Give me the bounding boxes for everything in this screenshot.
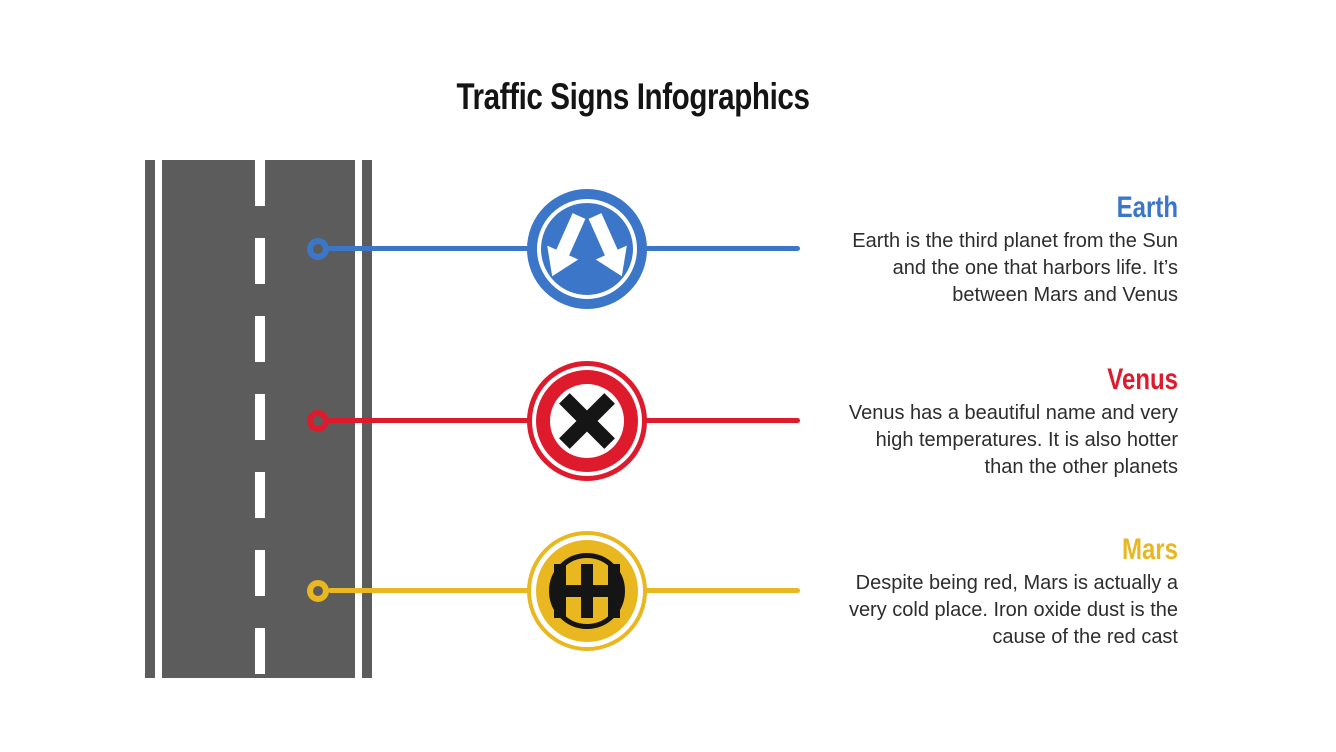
venus-heading: Venus <box>1107 363 1178 396</box>
double-h-sign-icon <box>527 531 647 651</box>
x-mark-icon <box>559 393 615 449</box>
mars-heading: Mars <box>1121 533 1178 566</box>
blue-sign-inner-ring <box>537 199 637 299</box>
pass-either-side-sign-icon <box>527 189 647 309</box>
road-center-dashed-line <box>255 160 265 678</box>
venus-body-line: Venus has a beautiful name and very <box>848 402 1178 424</box>
mars-body-line: cause of the red cast <box>992 626 1178 648</box>
page-title: Traffic Signs Infographics <box>456 76 810 117</box>
earth-connector-dot <box>307 238 329 260</box>
double-h-symbol-icon <box>554 564 620 618</box>
prohibition-x-sign-icon <box>527 361 647 481</box>
earth-body-line: between Mars and Venus <box>952 284 1178 306</box>
earth-body-line: Earth is the third planet from the Sun <box>852 230 1178 252</box>
venus-body-line: than the other planets <box>984 456 1178 478</box>
earth-body-line: and the one that harbors life. It’s <box>892 257 1178 279</box>
mars-text-block: Mars Despite being red, Mars is actually… <box>748 533 1178 651</box>
mars-body-line: Despite being red, Mars is actually a <box>855 572 1178 594</box>
mars-connector-dot <box>307 580 329 602</box>
diverging-arrows-icon <box>547 213 627 277</box>
venus-connector-dot <box>307 410 329 432</box>
earth-heading: Earth <box>1116 191 1178 224</box>
mars-body-line: very cold place. Iron oxide dust is the <box>848 599 1178 621</box>
venus-text-block: Venus Venus has a beautiful name and ver… <box>748 363 1178 481</box>
earth-text-block: Earth Earth is the third planet from the… <box>748 191 1178 309</box>
venus-body-line: high temperatures. It is also hotter <box>875 429 1178 451</box>
road-left-edge-line <box>155 160 162 678</box>
